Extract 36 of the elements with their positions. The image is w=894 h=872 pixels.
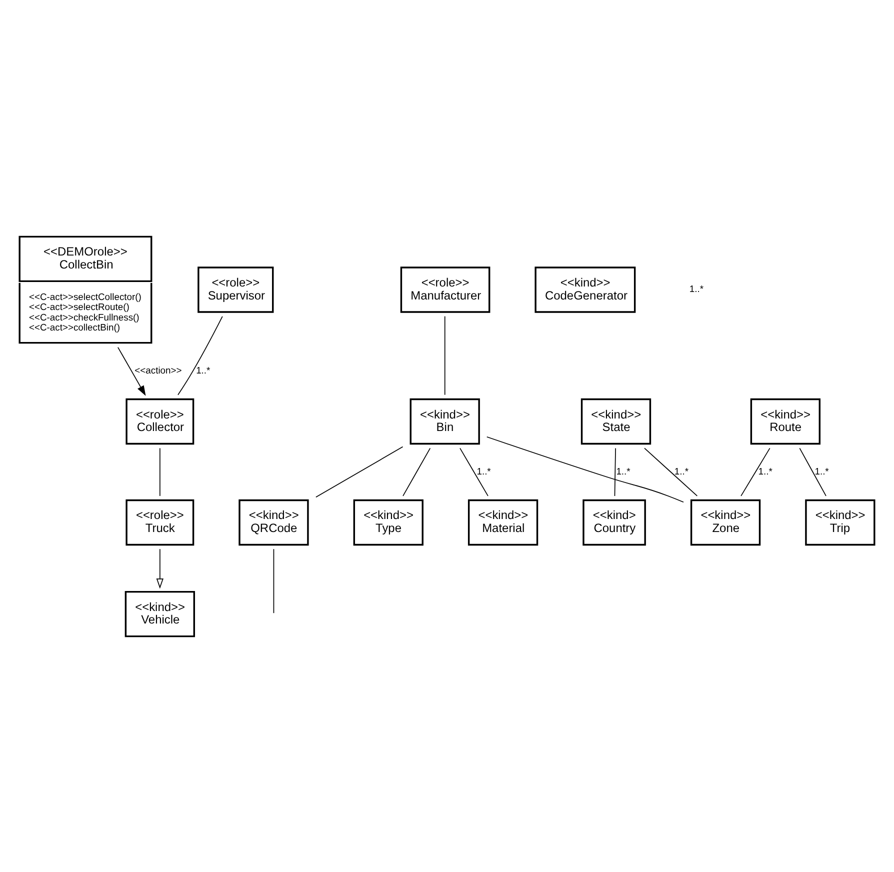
arrow (156, 548, 164, 588)
node-box: <<kind>> Vehicle (124, 590, 195, 637)
node-box: <<kind>> Type (353, 498, 424, 546)
edge-label: 1..* (196, 364, 210, 375)
node-box: <<kind>> Zone (690, 498, 761, 546)
edge-label: 1..* (758, 464, 772, 476)
edge-label: 1..* (674, 464, 689, 476)
connector (273, 548, 274, 614)
node-box: <<role>> Supervisor (198, 266, 274, 312)
connector (799, 447, 826, 496)
node-box: <<role>> Manufacturer (400, 266, 490, 312)
edge-label: 1..* (616, 464, 630, 476)
connector (460, 447, 488, 496)
connector (740, 447, 770, 496)
node-box: <<role>> Collector (126, 398, 194, 444)
node-box: <<kind>> Bin (410, 398, 480, 444)
arrow (118, 346, 146, 396)
connector (316, 446, 404, 498)
edge-label: <<action>> (134, 364, 182, 375)
node-box: <<kind>> Route (750, 398, 820, 444)
node-box: <<kind>> State (580, 398, 652, 444)
connector (444, 315, 446, 395)
connector (644, 447, 698, 496)
node-box: <<role>> Truck (126, 498, 194, 546)
edge-label: 1..* (476, 464, 491, 476)
connector (614, 447, 616, 496)
connector (402, 447, 431, 496)
node-box: <<kind>> Material (468, 498, 538, 546)
connector (486, 436, 684, 502)
node-box: <<kind> Country (582, 498, 646, 546)
node-box: <<kind>> Trip (805, 498, 876, 546)
connector (178, 316, 223, 395)
node-box: <<kind>> CodeGenerator (534, 266, 636, 312)
node-box: <<kind>> QRCode (238, 498, 309, 546)
edge-label: 1..* (814, 464, 829, 476)
label: 1..* (689, 282, 704, 294)
